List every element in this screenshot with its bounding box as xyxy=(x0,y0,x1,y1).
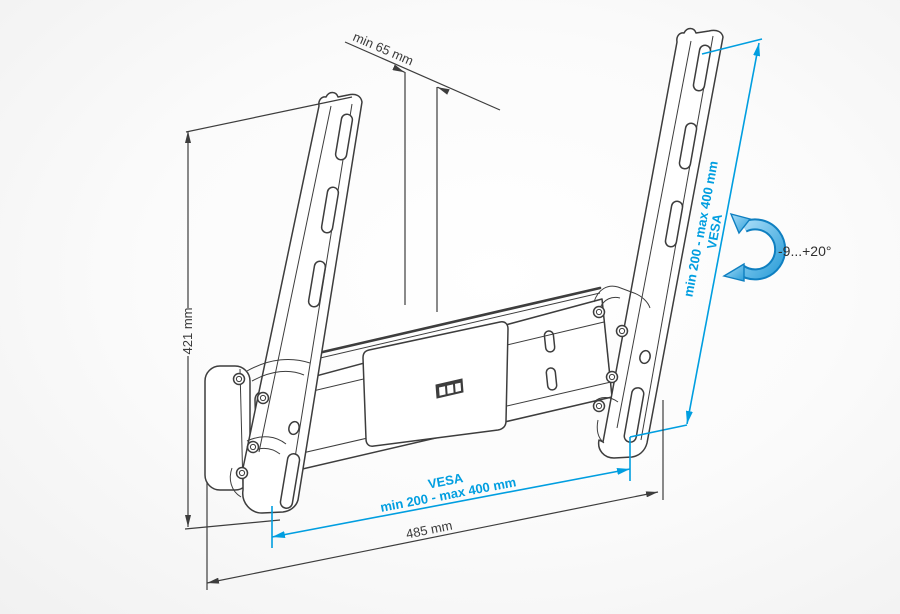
screw-icon xyxy=(232,372,270,480)
dimension-vesa-horizontal: VESA min 200 - max 400 mm xyxy=(271,467,631,548)
center-cover-plate xyxy=(362,321,509,447)
brand-badge xyxy=(435,378,464,399)
dimension-wall-distance: min 65 mm xyxy=(344,29,501,312)
vesa-horizontal-label-1: VESA xyxy=(427,470,465,491)
tilt-arrow-icon xyxy=(722,212,787,282)
wall-spacer-pad xyxy=(204,365,251,498)
dimension-bracket-width: 485 mm xyxy=(206,400,664,590)
tilt-range-label: -9...+20° xyxy=(778,243,831,259)
bracket-height-label: 421 mm xyxy=(180,308,195,355)
rail-back-edge xyxy=(299,286,602,359)
left-bracket xyxy=(232,359,311,480)
right-bracket xyxy=(592,285,651,444)
screw-icon xyxy=(592,305,629,413)
vesa-vertical-label-1: VESA xyxy=(704,212,725,250)
